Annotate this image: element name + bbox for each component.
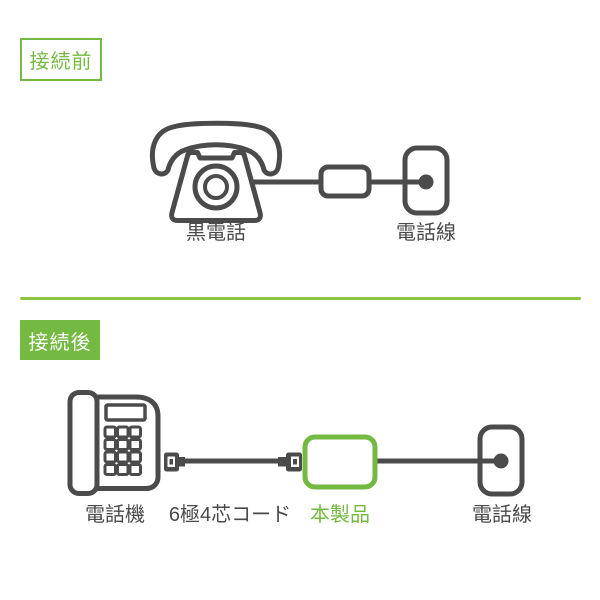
before-tag-label: 接続前 — [29, 51, 93, 73]
rj11-plug-right-icon — [278, 452, 302, 472]
after-tag-label: 接続後 — [28, 331, 92, 354]
after-diagram — [67, 390, 525, 497]
desk-phone-handset — [67, 390, 100, 496]
desk-phone-keypad — [103, 425, 142, 476]
rotary-phone-icon — [149, 120, 283, 223]
after-jack-label: 電話線 — [472, 504, 532, 526]
product-box — [302, 434, 378, 490]
product-label: 本製品 — [310, 504, 370, 526]
rotary-dial-inner — [203, 174, 229, 200]
inline-coupler-icon — [318, 164, 372, 199]
desk-phone-display — [104, 403, 147, 422]
desk-phone-icon — [67, 390, 161, 496]
after-section-tag: 接続後 — [20, 320, 100, 360]
rotary-phone-label: 黒電話 — [186, 222, 246, 244]
rj11-plug-left-icon — [164, 452, 185, 472]
rotary-phone-handset — [149, 120, 283, 177]
before-section-tag: 接続前 — [20, 38, 102, 81]
desk-phone-label: 電話機 — [85, 504, 145, 526]
jack-port-dot — [418, 174, 434, 190]
jack-port-dot — [493, 453, 509, 469]
section-divider — [20, 297, 581, 300]
cord-label: 6極4芯コード — [168, 504, 292, 526]
before-diagram — [149, 120, 450, 223]
before-jack-label: 電話線 — [396, 222, 456, 244]
